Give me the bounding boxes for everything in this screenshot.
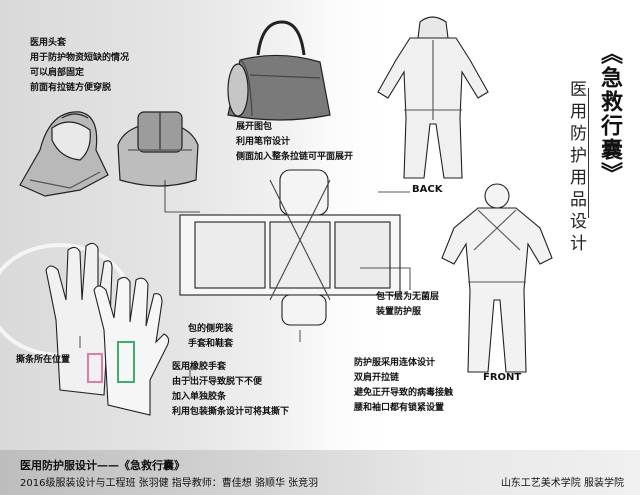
hood-back-sketch: [117, 111, 199, 187]
gloves-note-line: 利用包装撕条设计可将其撕下: [172, 407, 290, 417]
footer-title: 医用防护服设计——《急救行囊》: [20, 459, 185, 472]
inner-layer-note-line: 装置防护服: [376, 307, 422, 317]
bag-note: 展开图包 利用笔帘设计 侧面加入整条拉链可平面展开: [236, 120, 353, 165]
leader-lines: [79, 180, 411, 380]
footer-school: 山东工艺美术学院 服装学院: [500, 478, 624, 489]
suit-note-line: 避免正开导致的病毒接触: [354, 388, 454, 398]
main-title: 《急救行囊》: [597, 42, 623, 186]
gloves-note-line: 医用橡胶手套: [172, 362, 227, 372]
gloves-note: 医用橡胶手套 由于出汗导致脱下不便 加入单独胶条 利用包装撕条设计可将其撕下: [172, 360, 289, 420]
hood-note-line: 用于防护物资短缺的情况: [30, 53, 130, 63]
gloves-sketch: [45, 242, 170, 416]
inner-layer-note-line: 包下层为无菌层: [376, 292, 440, 302]
side-pocket-note-line: 手套和鞋套: [188, 339, 234, 349]
hood-side-sketch: [19, 111, 109, 197]
sub-title: 医用防护用品设计: [566, 80, 586, 256]
footer-bar: [0, 450, 640, 495]
side-pocket-note-line: 包的侧兜装: [188, 324, 234, 334]
bag-note-line: 利用笔帘设计: [236, 137, 291, 147]
suit-back-sketch: [377, 16, 489, 179]
tear-strip-label: 撕条所在位置: [16, 355, 71, 365]
gloves-note-line: 加入单独胶条: [172, 392, 227, 402]
gloves-note-line: 由于出汗导致脱下不便: [172, 377, 263, 387]
bag-note-line: 侧面加入整条拉链可平面展开: [236, 152, 354, 162]
suit-front-sketch: [441, 183, 553, 373]
suit-note: 防护服采用连体设计 双肩开拉链 避免正开导致的病毒接触 腰和袖口都有锁紧设置: [354, 356, 453, 416]
hood-note-line: 医用头套: [30, 38, 67, 48]
hood-note-line: 可以肩部固定: [30, 68, 85, 78]
back-label: BACK: [412, 184, 443, 195]
suit-note-line: 防护服采用连体设计: [354, 358, 436, 368]
side-pocket-note: 包的侧兜装 手套和鞋套: [188, 322, 233, 352]
inner-layer-note: 包下层为无菌层 装置防护服: [376, 290, 439, 320]
footer-credits: 2016级服装设计与工程班 张羽健 指导教师：曹佳想 骆顺华 张竞羽: [20, 478, 319, 489]
suit-note-line: 双肩开拉链: [354, 373, 400, 383]
bag-note-line: 展开图包: [236, 122, 273, 132]
bag-sketch: [227, 20, 331, 121]
hood-note-line: 前面有拉链方便穿脱: [30, 83, 112, 93]
suit-note-line: 腰和袖口都有锁紧设置: [354, 403, 445, 413]
front-label: FRONT: [483, 372, 522, 383]
title-divider: [588, 88, 589, 218]
hood-note: 医用头套 用于防护物资短缺的情况 可以肩部固定 前面有拉链方便穿脱: [30, 36, 129, 96]
unfolded-bag-sketch: [179, 169, 401, 326]
